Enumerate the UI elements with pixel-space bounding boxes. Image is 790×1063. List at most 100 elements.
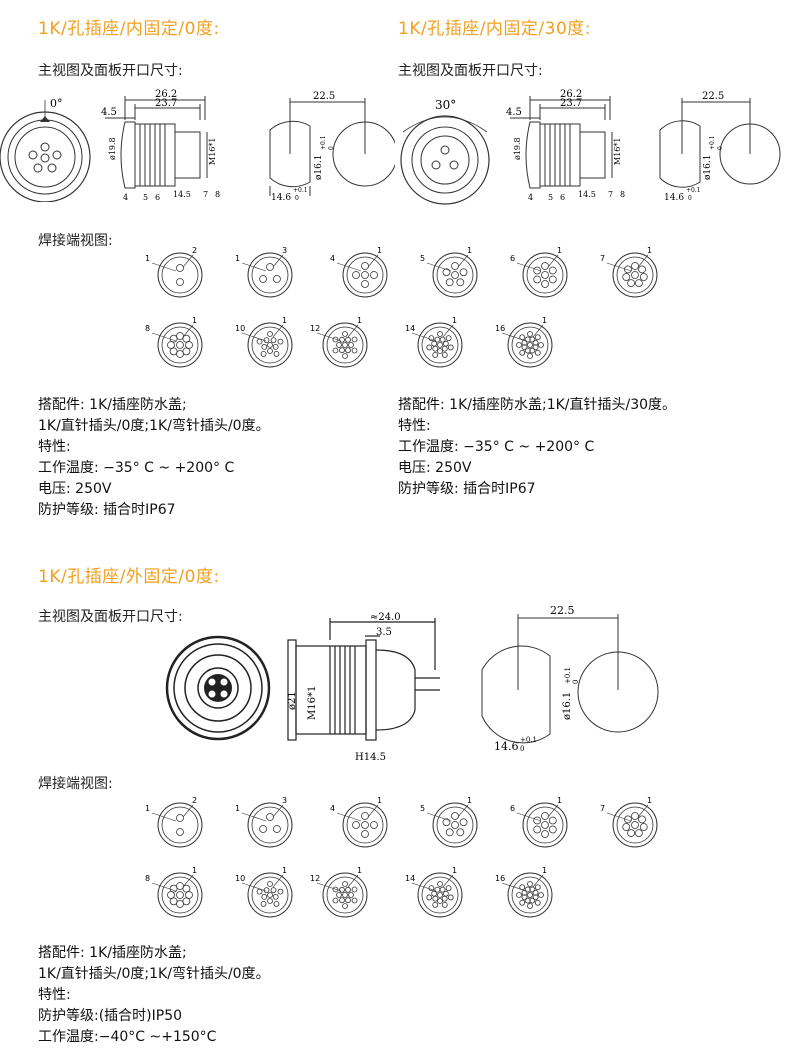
pin-hole [521,894,528,901]
pin-hole [345,347,351,354]
pin-hole [169,334,178,343]
pin-hole [445,278,454,287]
pin-hole [527,892,533,898]
pin-leader [426,262,452,272]
pin-label: 1 [647,796,652,805]
pin-hole [451,821,459,829]
pin-hole [348,892,354,898]
pin-hole [519,349,526,356]
pin-hole [524,336,531,343]
svg-text:+0.1: +0.1 [564,667,572,684]
pin-hole [459,818,468,827]
pin-label: 14 [405,324,415,333]
section1-solder-view-label: 焊接端视图: [38,233,113,249]
svg-text:14.5: 14.5 [173,190,191,199]
pin-label: 4 [330,254,335,263]
pin-label: 12 [310,874,320,883]
pin-leader [367,804,379,818]
pin-hole [622,273,631,281]
pin-hole [442,340,449,347]
pin-hole [639,273,648,281]
pin-label: 1 [557,796,562,805]
pin-hole [434,886,441,893]
section2-panel-cutout: 22.5 ø16.1 +0.1 0 14.6 +0.1 0 [659,91,781,203]
pin-hole [370,821,378,829]
pin-hole [533,816,542,825]
svg-text:7: 7 [203,190,208,199]
pin-label: 1 [145,254,150,263]
svg-text:4: 4 [123,193,128,202]
svg-text:+0.1: +0.1 [293,187,308,194]
svg-text:ø16.1: ø16.1 [703,155,713,180]
pin-hole [428,885,435,892]
section2-front-view: 30° [400,98,490,205]
section1-title: 1K/孔插座/内固定/0度: [38,19,220,39]
pin-view-outer [247,252,293,298]
pin-hole [527,342,533,348]
pin-hole [345,886,351,893]
svg-text:0: 0 [295,195,299,202]
pin-view-14: 141 [405,866,463,918]
pin-hole [442,890,449,897]
pin-hole [441,352,448,358]
pin-hole [622,823,631,831]
pin-leader [532,324,544,338]
pin-view-4: 41 [330,246,388,298]
pin-leader [151,262,177,272]
pin-view-inner [616,256,654,294]
pin-leader [347,874,359,888]
pin-hole [527,353,533,359]
pin-hole [521,344,528,351]
pin-hole [169,347,178,356]
svg-text:4.5: 4.5 [101,107,117,118]
section3-main-view-label: 主视图及面板开口尺寸: [38,609,183,625]
pin-hole [534,884,541,891]
pin-label: 1 [542,866,547,875]
pin-view-16: 161 [495,866,553,918]
pin-hole [263,887,270,894]
svg-text:0: 0 [328,146,335,150]
pin-view-inner [511,326,549,364]
pin-hole [361,812,369,820]
pin-view-6: 61 [510,796,568,848]
pin-hole [437,331,443,337]
section1-info: 搭配件: 1K/插座防水盖; 1K/直针插头/0度;1K/弯针插头/0度。 特性… [38,395,270,521]
pin-label: 4 [330,804,335,813]
pin-view-outer [507,872,553,918]
pin-label: 7 [600,254,605,263]
pin-hole [548,816,557,825]
pin-label: 1 [192,316,197,325]
pin-label: 6 [510,254,515,263]
pin-hole [339,347,345,354]
pin-hole [441,902,448,908]
svg-text:0: 0 [717,146,724,150]
svg-text:ø19.8: ø19.8 [108,137,117,160]
pin-hole [541,271,549,279]
pin-hole [437,348,443,354]
svg-text:22.5: 22.5 [550,604,575,617]
pin-hole [451,262,459,270]
pin-leader [516,812,542,822]
section2-spec-1: 电压: 250V [398,460,472,476]
pin-hole [533,266,542,275]
pin-hole [272,343,279,350]
pin-hole [267,892,273,898]
pin-view-inner [326,326,364,364]
section2-accessories-0: 搭配件: 1K/插座防水盖;1K/直针插头/30度。 [398,397,677,413]
pin-hole [548,275,557,284]
pin-label: 1 [235,254,240,263]
svg-text:23.7: 23.7 [560,98,582,109]
pin-view-7: 71 [600,796,658,848]
section3-info: 搭配件: 1K/插座防水盖; 1K/直针插头/0度;1K/弯针插头/0度。 特性… [38,943,270,1048]
pin-view-5: 51 [420,796,478,848]
pin-hole [185,891,193,899]
pin-hole [176,332,184,340]
pin-hole [445,828,454,837]
pin-hole [348,342,354,348]
pin-view-outer [432,252,478,298]
pin-view-inner [251,256,289,294]
pin-hole [434,336,441,343]
pin-view-inner [616,806,654,844]
pin-label: 1 [452,866,457,875]
pin-hole [261,343,268,350]
